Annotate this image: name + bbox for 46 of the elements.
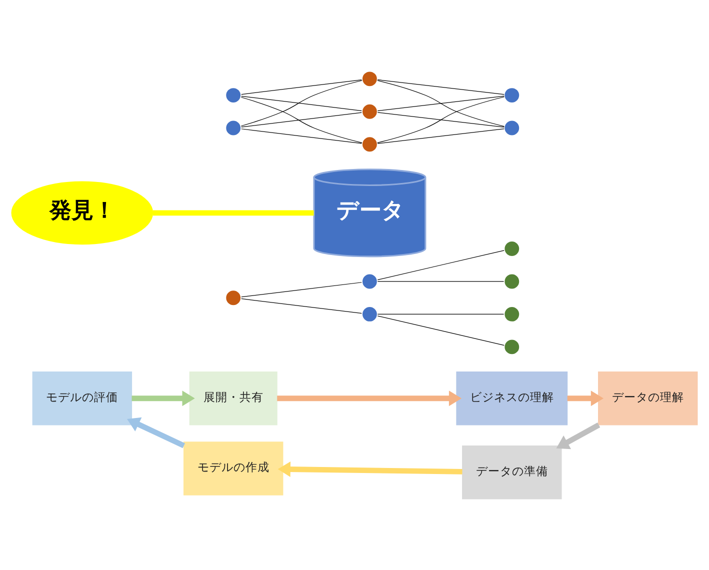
node-circle bbox=[504, 306, 520, 323]
node-circle bbox=[361, 306, 378, 323]
node-circle bbox=[361, 273, 378, 290]
node-box: モデルの作成 bbox=[183, 442, 284, 496]
node-circle bbox=[504, 86, 520, 104]
node-ellipse: 発見！ bbox=[11, 181, 154, 245]
connector bbox=[377, 112, 504, 128]
arrow bbox=[127, 417, 185, 448]
connector bbox=[377, 79, 504, 95]
connector bbox=[240, 80, 362, 126]
node-box: データの理解 bbox=[598, 372, 698, 426]
node-box: データの準備 bbox=[462, 446, 562, 500]
connector bbox=[377, 96, 505, 144]
node-circle bbox=[361, 136, 378, 153]
node-circle bbox=[504, 120, 520, 136]
node-box: モデルの評価 bbox=[32, 372, 132, 426]
connector bbox=[241, 128, 362, 144]
connector bbox=[377, 80, 505, 127]
connector bbox=[152, 210, 314, 216]
arrow bbox=[277, 390, 462, 406]
node-circle bbox=[504, 338, 520, 356]
node-circle bbox=[504, 240, 520, 258]
connector bbox=[377, 281, 504, 282]
node-circle bbox=[224, 86, 242, 104]
connector bbox=[377, 316, 504, 346]
node-circle bbox=[504, 273, 520, 290]
connector bbox=[241, 96, 362, 112]
arrow bbox=[278, 462, 462, 478]
arrow bbox=[556, 422, 600, 450]
connector bbox=[377, 128, 504, 144]
connector bbox=[241, 298, 362, 314]
node-circle bbox=[361, 103, 378, 120]
arrow bbox=[132, 390, 195, 406]
arrow bbox=[567, 390, 604, 406]
connector bbox=[241, 282, 362, 298]
node-circle bbox=[224, 289, 242, 306]
connector bbox=[377, 314, 504, 315]
connector bbox=[241, 79, 362, 95]
connector bbox=[377, 250, 504, 280]
connector bbox=[377, 96, 504, 112]
node-circle bbox=[224, 120, 242, 136]
node-circle bbox=[361, 70, 378, 88]
connector bbox=[240, 96, 362, 144]
node-box: 展開・共有 bbox=[189, 372, 278, 426]
node-box: ビジネスの理解 bbox=[456, 372, 568, 426]
connector bbox=[241, 112, 362, 128]
